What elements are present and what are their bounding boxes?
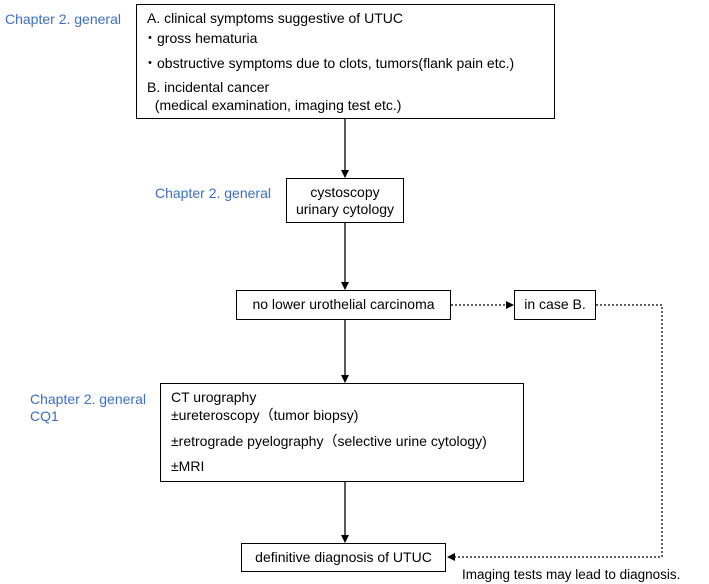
symptoms-line-a: A. clinical symptoms suggestive of UTUC xyxy=(147,10,403,26)
no-lower-carcinoma-box: no lower urothelial carcinoma xyxy=(236,290,451,320)
ureteroscopy-line: ±ureteroscopy（tumor biopsy) xyxy=(171,407,359,423)
symptoms-line-hematuria: ・gross hematuria xyxy=(143,30,258,46)
chapter-label-3: Chapter 2. general xyxy=(30,391,146,407)
urinary-cytology-line: urinary cytology xyxy=(295,201,395,217)
symptoms-box: A. clinical symptoms suggestive of UTUC … xyxy=(136,4,555,119)
symptoms-line-obstructive: ・obstructive symptoms due to clots, tumo… xyxy=(143,55,515,71)
imaging-tests-box: CT urography ±ureteroscopy（tumor biopsy)… xyxy=(160,383,524,482)
mri-line: ±MRI xyxy=(171,458,205,474)
retrograde-pyelography-line: ±retrograde pyelography（selective urine … xyxy=(171,433,487,449)
ct-urography-line: CT urography xyxy=(171,389,257,405)
chapter-label-1: Chapter 2. general xyxy=(5,11,121,27)
symptoms-line-b: B. incidental cancer xyxy=(147,79,270,95)
in-case-b-box: in case B. xyxy=(514,290,596,320)
no-lower-carcinoma-text: no lower urothelial carcinoma xyxy=(252,296,435,312)
dotted-path-case-b-to-diagnosis xyxy=(447,304,663,561)
definitive-diagnosis-box: definitive diagnosis of UTUC xyxy=(241,543,446,572)
footnote: Imaging tests may lead to diagnosis. xyxy=(462,567,681,582)
cystoscopy-box: cystoscopy urinary cytology xyxy=(286,178,404,223)
cystoscopy-line: cystoscopy xyxy=(310,184,380,200)
in-case-b-text: in case B. xyxy=(524,296,586,312)
chapter-label-2: Chapter 2. general xyxy=(155,185,271,201)
definitive-diagnosis-text: definitive diagnosis of UTUC xyxy=(255,549,432,565)
chapter-label-3-cq: CQ1 xyxy=(30,408,59,424)
symptoms-line-b-detail: (medical examination, imaging test etc.) xyxy=(147,97,402,113)
